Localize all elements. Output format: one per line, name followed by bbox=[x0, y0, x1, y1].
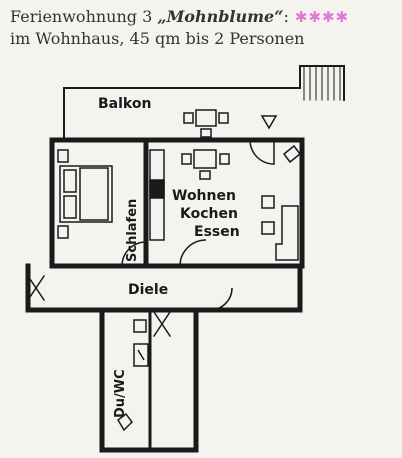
corner-plant bbox=[282, 144, 302, 164]
dining-chair-1 bbox=[181, 153, 192, 165]
bath-cabinet bbox=[133, 319, 147, 333]
dining-chair-3 bbox=[199, 170, 211, 180]
plan-walls bbox=[25, 65, 345, 453]
apartment-name: „Mohnblume“ bbox=[157, 7, 284, 26]
door-balcony bbox=[249, 139, 275, 165]
label-schlafen: Schlafen bbox=[125, 199, 140, 262]
label-balkon: Balkon bbox=[98, 96, 151, 112]
main-wall bbox=[49, 137, 305, 269]
shower-drain bbox=[137, 349, 145, 361]
balcony-chair-1 bbox=[183, 112, 194, 124]
armchair bbox=[261, 195, 275, 209]
bed-frame bbox=[59, 165, 113, 223]
window-cross-2 bbox=[26, 274, 46, 302]
balcony-table bbox=[195, 109, 217, 127]
wardrobe bbox=[149, 149, 165, 241]
label-wohnen: Wohnen bbox=[172, 188, 236, 204]
nightstand-2 bbox=[57, 225, 69, 239]
door-swings bbox=[121, 139, 275, 311]
door-schlafen bbox=[121, 241, 147, 267]
sofa bbox=[275, 205, 299, 261]
dining-table bbox=[193, 149, 217, 169]
bathroom-fixtures bbox=[117, 319, 149, 432]
pillow-2 bbox=[63, 195, 77, 219]
star-rating: ✱✱✱✱ bbox=[294, 8, 350, 26]
label-essen: Essen bbox=[194, 224, 240, 240]
listing-subtitle: im Wohnhaus, 45 qm bis 2 Personen bbox=[10, 29, 305, 48]
oven bbox=[149, 179, 165, 199]
label-duwc: Du/WC bbox=[113, 369, 128, 418]
dining-chair-2 bbox=[219, 153, 230, 165]
door-entry bbox=[209, 287, 233, 311]
shower bbox=[133, 343, 149, 367]
title-prefix: Ferienwohnung 3 bbox=[10, 7, 158, 26]
title-colon: : bbox=[283, 7, 289, 26]
label-diele: Diele bbox=[128, 282, 168, 298]
bed bbox=[57, 149, 113, 239]
blanket bbox=[79, 167, 109, 221]
balcony-furniture bbox=[183, 109, 278, 138]
door-cross-2 bbox=[152, 310, 172, 338]
balcony-chair-2 bbox=[218, 112, 229, 124]
diele-wall bbox=[25, 263, 303, 313]
stairs bbox=[303, 65, 341, 101]
label-kochen: Kochen bbox=[180, 206, 238, 222]
listing-title: Ferienwohnung 3 „Mohnblume“: ✱✱✱✱ bbox=[10, 6, 400, 28]
living-furniture bbox=[181, 144, 302, 261]
pillow-1 bbox=[63, 169, 77, 193]
balcony-lounger bbox=[260, 115, 278, 130]
balcony-rail bbox=[63, 65, 345, 101]
listing-header: Ferienwohnung 3 „Mohnblume“: ✱✱✱✱ im Wohn… bbox=[10, 6, 400, 50]
balcony-chair-3 bbox=[200, 128, 212, 138]
nightstand-1 bbox=[57, 149, 69, 163]
toilet bbox=[117, 412, 133, 432]
tv-stand bbox=[261, 221, 275, 235]
door-wohnen bbox=[179, 239, 207, 267]
